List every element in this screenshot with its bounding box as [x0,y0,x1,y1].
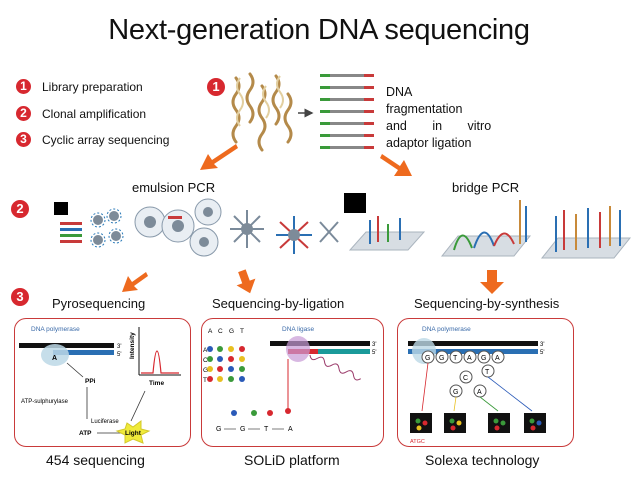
method-sequencing-by-synthesis: Sequencing-by-synthesis [414,296,560,311]
marker-square-right [344,193,366,213]
dna-fragmentation-illustration [231,72,374,152]
psolid-side-base-2: C [203,357,208,364]
library-desc-line-2: fragmentation [386,102,463,116]
platform-454-sequencing: 454 sequencing [46,452,145,468]
section-badge-3: 3 [11,288,29,306]
psolexa-template-2: G [439,355,444,362]
psolexa-enzyme-label: DNA polymerase [422,326,471,333]
bridge-pcr-label: bridge PCR [452,180,520,195]
method-sequencing-by-ligation: Sequencing-by-ligation [212,296,345,311]
psolid-side-base-4: T [203,377,207,384]
psolexa-free-2: T [485,369,490,376]
psolexa-free-3: G [453,389,458,396]
psolexa-prime5: 5' [540,350,544,356]
psolexa-template-4: A [467,355,472,362]
p454-enzyme-label: DNA polymerase [31,326,80,333]
panel-solexa-synthesis: DNA polymerase 3' 5' G G T A G A C T G A [397,318,574,447]
p454-base: A [52,355,57,362]
emulsion-pcr-illustration [60,198,339,257]
arrow-to-emulsion-icon [200,144,238,170]
psolid-top-base-3: G [229,328,234,335]
library-desc-line-3: and in vitro [386,119,492,133]
p454-light: Light [125,430,142,437]
psolid-side-base-1: A [203,347,208,354]
marker-square-left [54,202,68,215]
arrow-to-synthesis-icon [480,270,504,294]
psolid-top-base-4: T [240,328,244,335]
p454-prime5: 5' [117,352,121,358]
section-badge-1: 1 [207,78,225,96]
step-badge-1: 1 [16,79,31,94]
method-pyrosequencing: Pyrosequencing [52,296,146,311]
psolid-prime3: 3' [372,342,376,348]
psolexa-template-3: T [453,355,458,362]
platform-solexa: Solexa technology [425,452,540,468]
psolid-readout-1: G [216,426,221,433]
emulsion-pcr-label: emulsion PCR [132,180,216,195]
psolexa-logo: ATGC [410,439,425,445]
step-badge-2: 2 [16,106,31,121]
library-desc-line-4: adaptor ligation [386,136,472,150]
psolid-prime5: 5' [372,350,376,356]
panel-454-pyrosequencing: DNA polymerase 3' 5' A PPi ATP-sulphuryl… [14,318,191,447]
page-title: Next-generation DNA sequencing [108,14,530,46]
step-badge-3: 3 [16,132,31,147]
psolexa-template-5: G [481,355,486,362]
panel-solid-ligation: A C G T A C G T DNA ligase 3' 5' G G T A [201,318,384,447]
platform-solid: SOLiD platform [244,452,340,468]
section-badge-2: 2 [11,200,29,218]
psolexa-free-1: C [463,375,468,382]
psolexa-prime3: 3' [540,342,544,348]
arrow-to-pyrosequencing-icon [122,272,148,292]
psolid-top-base-2: C [218,328,223,335]
psolid-readout-4: A [288,426,293,433]
p454-atp: ATP [79,430,92,437]
p454-y-axis: Intensity [129,332,136,359]
psolid-readout-3: T [264,426,269,433]
p454-x-axis: Time [149,380,164,387]
p454-sulfurylase: ATP-sulphurylase [21,399,69,405]
step-label-clonal-amplification: Clonal amplification [42,107,147,121]
library-desc-line-1: DNA [386,85,413,99]
psolid-enzyme-label: DNA ligase [282,326,315,333]
arrow-to-bridge-icon [380,154,412,176]
psolid-readout-2: G [240,426,245,433]
psolexa-template-6: A [495,355,500,362]
step-label-cyclic-array: Cyclic array sequencing [42,133,170,147]
bridge-pcr-illustration [348,200,632,259]
p454-ppi: PPi [85,378,96,385]
psolid-side-base-3: G [203,367,208,374]
psolid-top-base-1: A [208,328,213,335]
p454-luciferase: Luciferase [91,419,119,425]
library-description: DNA fragmentation and in vitro adaptor l… [386,84,496,152]
step-label-library-preparation: Library preparation [42,80,143,94]
p454-prime3: 3' [117,344,121,350]
psolexa-free-4: A [477,389,482,396]
arrow-to-ligation-icon [236,269,256,294]
psolexa-template-1: G [425,355,430,362]
